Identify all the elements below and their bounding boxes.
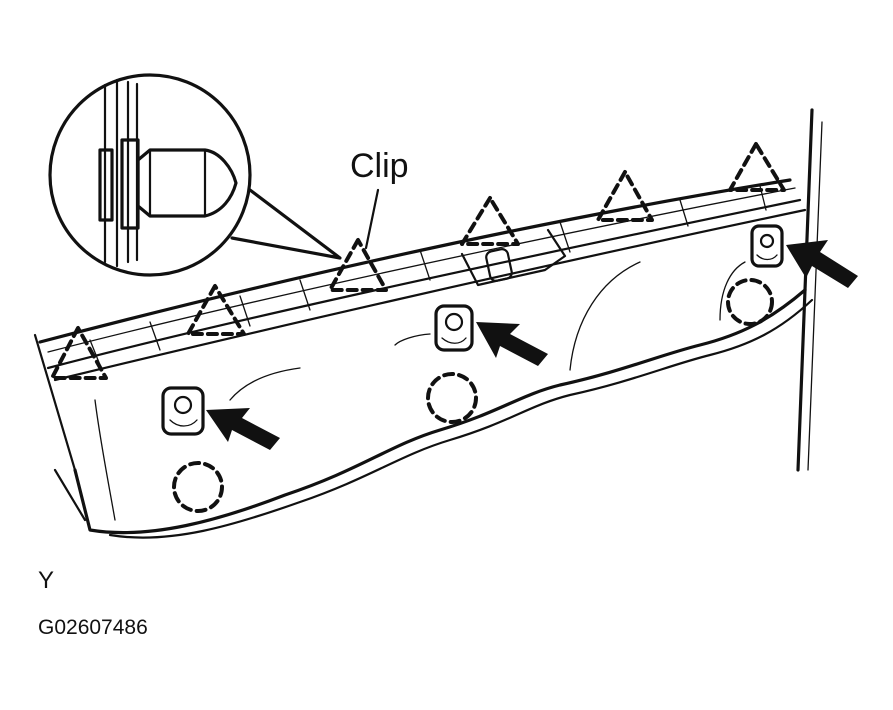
screw-arrow-right-icon bbox=[786, 240, 858, 288]
screw-hole-center bbox=[434, 304, 474, 352]
clip-leader-line bbox=[364, 188, 380, 250]
dashed-circle-center bbox=[426, 372, 478, 424]
clip-triangle-1 bbox=[50, 326, 108, 380]
screw-hole-left bbox=[161, 386, 205, 436]
clip-triangle-3 bbox=[328, 238, 388, 292]
dashed-circle-left bbox=[172, 461, 224, 513]
figure-code: G02607486 bbox=[38, 616, 148, 639]
center-handle bbox=[460, 228, 567, 287]
clip-location-triangles bbox=[50, 142, 786, 380]
clip-triangle-4 bbox=[460, 196, 520, 246]
screw-hole-right bbox=[750, 224, 784, 268]
clip-triangle-2 bbox=[186, 284, 246, 336]
screw-arrow-left-icon bbox=[206, 408, 280, 450]
clip-label: Clip bbox=[350, 147, 409, 185]
upper-trim-molding bbox=[38, 178, 807, 382]
dashed-circle-right bbox=[726, 278, 774, 326]
clip-triangle-5 bbox=[596, 170, 654, 222]
hidden-fastener-circles bbox=[172, 278, 774, 513]
view-label: Y bbox=[38, 567, 54, 594]
door-frame bbox=[33, 108, 823, 522]
clip-triangle-6 bbox=[728, 142, 786, 192]
clip-detail-callout bbox=[48, 73, 342, 277]
door-panel-body bbox=[73, 261, 814, 539]
screw-arrow-center-icon bbox=[476, 322, 548, 366]
